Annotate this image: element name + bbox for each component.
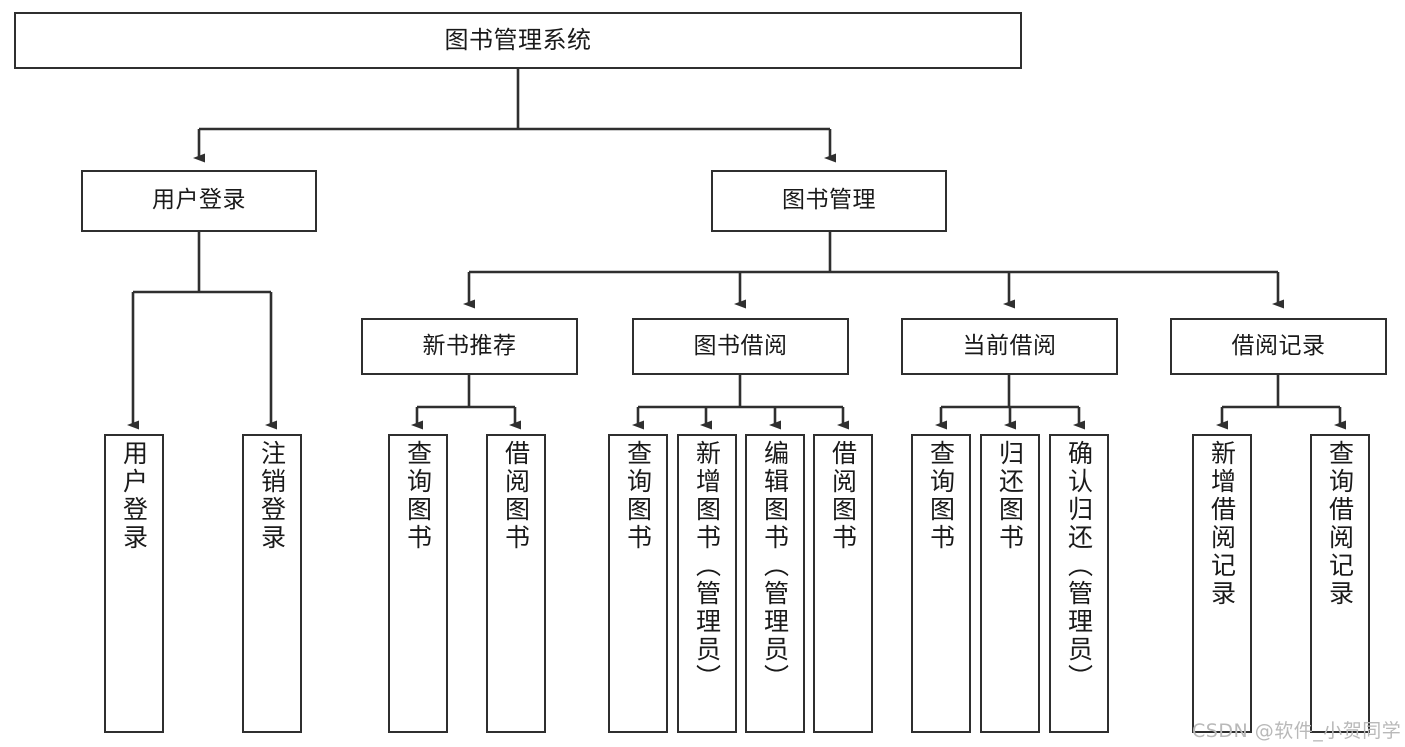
node-user-login[interactable]: 用户登录 <box>81 170 317 232</box>
node-label: 查询图书 <box>623 440 653 552</box>
node-label: 新书推荐 <box>422 332 517 359</box>
node-label: 确认归还（管理员） <box>1064 440 1094 692</box>
node-leaf-logout[interactable]: 注销登录 <box>242 434 302 733</box>
node-leaf-borrow-books-recommendation[interactable]: 借阅图书 <box>486 434 546 733</box>
node-label: 归还图书 <box>995 440 1025 552</box>
node-label: 图书借阅 <box>693 332 788 359</box>
node-leaf-query-books-borrowing[interactable]: 查询图书 <box>608 434 668 733</box>
node-leaf-query-books-recommendation[interactable]: 查询图书 <box>388 434 448 733</box>
node-label: 注销登录 <box>257 440 287 552</box>
node-leaf-add-borrowing-record[interactable]: 新增借阅记录 <box>1192 434 1252 733</box>
node-root-library-management-system[interactable]: 图书管理系统 <box>14 12 1022 69</box>
node-label: 用户登录 <box>119 440 149 552</box>
node-label: 新增借阅记录 <box>1207 440 1237 608</box>
node-current-borrowing[interactable]: 当前借阅 <box>901 318 1118 375</box>
node-label: 借阅图书 <box>501 440 531 552</box>
node-label: 查询图书 <box>926 440 956 552</box>
node-book-management[interactable]: 图书管理 <box>711 170 947 232</box>
node-leaf-confirm-return-admin[interactable]: 确认归还（管理员） <box>1049 434 1109 733</box>
node-borrowing-records[interactable]: 借阅记录 <box>1170 318 1387 375</box>
node-label: 查询借阅记录 <box>1325 440 1355 608</box>
node-leaf-borrow-books-borrowing[interactable]: 借阅图书 <box>813 434 873 733</box>
node-label: 图书管理系统 <box>444 26 592 55</box>
node-label: 借阅记录 <box>1231 332 1326 359</box>
node-label: 借阅图书 <box>828 440 858 552</box>
node-label: 编辑图书（管理员） <box>760 440 790 692</box>
watermark-csdn: CSDN @软件_小贺同学 <box>1192 720 1402 742</box>
node-leaf-add-book-admin[interactable]: 新增图书（管理员） <box>677 434 737 733</box>
node-leaf-edit-book-admin[interactable]: 编辑图书（管理员） <box>745 434 805 733</box>
node-label: 用户登录 <box>152 187 246 214</box>
node-label: 图书管理 <box>782 187 876 214</box>
node-leaf-query-borrowing-record[interactable]: 查询借阅记录 <box>1310 434 1370 733</box>
node-label: 当前借阅 <box>962 332 1057 359</box>
node-label: 查询图书 <box>403 440 433 552</box>
node-leaf-return-books[interactable]: 归还图书 <box>980 434 1040 733</box>
node-book-borrowing[interactable]: 图书借阅 <box>632 318 849 375</box>
node-new-book-recommendation[interactable]: 新书推荐 <box>361 318 578 375</box>
node-leaf-user-login[interactable]: 用户登录 <box>104 434 164 733</box>
node-leaf-query-books-current[interactable]: 查询图书 <box>911 434 971 733</box>
node-label: 新增图书（管理员） <box>692 440 722 692</box>
